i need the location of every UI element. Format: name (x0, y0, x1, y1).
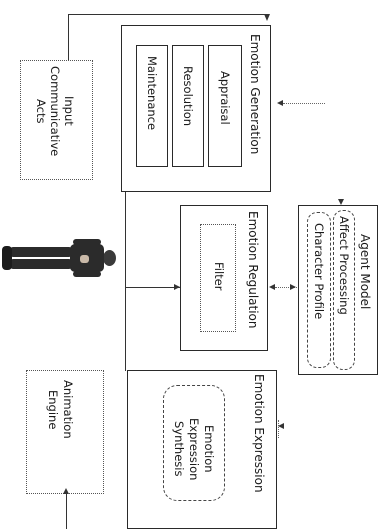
spine-to-regulation (125, 287, 180, 288)
synthesis-line-3: Synthesis (172, 421, 186, 476)
arrow-into-generation (264, 14, 270, 21)
figure-arm-right (73, 271, 101, 277)
input-label: Input Communicative Acts (34, 66, 76, 156)
figure-feet (2, 246, 12, 270)
arrow-agent-to-regulation (269, 284, 275, 290)
arrow-regulation-to-agent (290, 284, 296, 290)
arrow-external-input (277, 100, 283, 106)
arrow-into-animation (63, 488, 69, 494)
input-connector-horizontal (68, 14, 268, 15)
person-figure-icon (0, 238, 116, 278)
agent-item-character-profile: Character Profile (312, 223, 325, 319)
spine-to-expression (125, 361, 126, 371)
input-line-3: Acts (34, 99, 48, 124)
figure-leg-lower (10, 259, 72, 269)
figure-head (103, 250, 116, 266)
synthesis-line-2: Expression (187, 418, 201, 480)
input-connector-vertical (68, 14, 69, 60)
stage-appraisal: Appraisal (218, 71, 231, 125)
filter-label: Filter (212, 262, 225, 290)
input-line-1: Input (62, 96, 76, 126)
animation-engine-label: Animation Engine (45, 380, 75, 439)
synthesis-label: Emotion Expression Synthesis (171, 418, 216, 480)
figure-leg-upper (10, 247, 72, 257)
emotion-expression-title: Emotion Expression (252, 374, 265, 493)
emotion-regulation-title: Emotion Regulation (246, 211, 259, 329)
arrow-into-expression (278, 423, 284, 429)
stage-resolution: Resolution (181, 66, 194, 126)
emotion-generation-title: Emotion Generation (248, 34, 261, 154)
spine-line (125, 192, 126, 362)
agent-model-title: Agent Model (358, 234, 371, 309)
external-input-line (283, 103, 325, 104)
animation-connector (66, 494, 67, 529)
arrow-into-regulation (174, 284, 180, 290)
figure-hands (80, 255, 89, 263)
animation-line-1: Animation (61, 380, 75, 439)
figure-arm-left (73, 239, 101, 245)
agent-item-affect-processing: Affect Processing (337, 216, 350, 315)
stage-maintenance: Maintenance (145, 56, 158, 130)
synthesis-line-1: Emotion (202, 425, 216, 473)
input-line-2: Communicative (48, 66, 62, 156)
arrow-agent-top (338, 199, 344, 205)
animation-line-2: Engine (46, 390, 60, 429)
